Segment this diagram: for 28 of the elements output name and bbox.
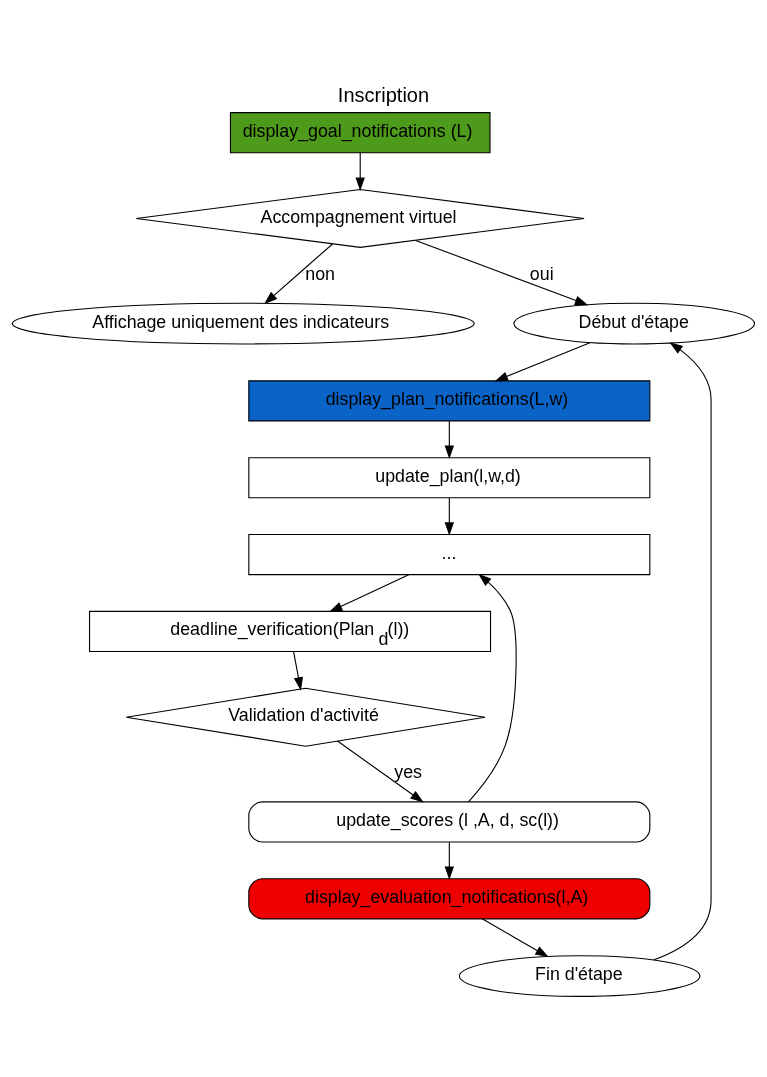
arrow [355, 151, 365, 191]
node-diamond: Accompagnement virtuel [135, 188, 585, 248]
arrow [415, 239, 589, 305]
edge-label: non [305, 263, 335, 283]
arrow [467, 573, 517, 802]
node-ellipse: Affichage uniquement des indicateurs [11, 302, 475, 344]
node-ellipse: Fin d'étape [458, 954, 701, 997]
arrow [481, 917, 549, 957]
arrow [444, 420, 454, 459]
arrow [444, 497, 454, 536]
node-ellipse: Début d'étape [513, 302, 756, 344]
diagram-title: Inscription [337, 83, 430, 106]
node-box: display_goal_notifications (L) [229, 111, 491, 153]
edge-label: yes [394, 761, 422, 782]
arrow [264, 242, 334, 304]
arrow [494, 341, 591, 381]
node-box: display_evaluation_notifications(l,A) [248, 877, 651, 919]
edge-label: oui [529, 263, 554, 283]
arrow [336, 740, 424, 803]
node-diamond: Validation d'activité [125, 687, 486, 747]
arrow [653, 341, 712, 960]
node-box: display_plan_notifications(L,w) [248, 379, 651, 421]
arrow [293, 650, 303, 691]
node-box: update_plan(l,w,d) [248, 456, 651, 498]
node-box: update_scores (l ,A, d, sc(l)) [248, 800, 651, 843]
node-box: ... [248, 533, 651, 575]
arrow [444, 841, 454, 880]
arrow [329, 573, 410, 612]
